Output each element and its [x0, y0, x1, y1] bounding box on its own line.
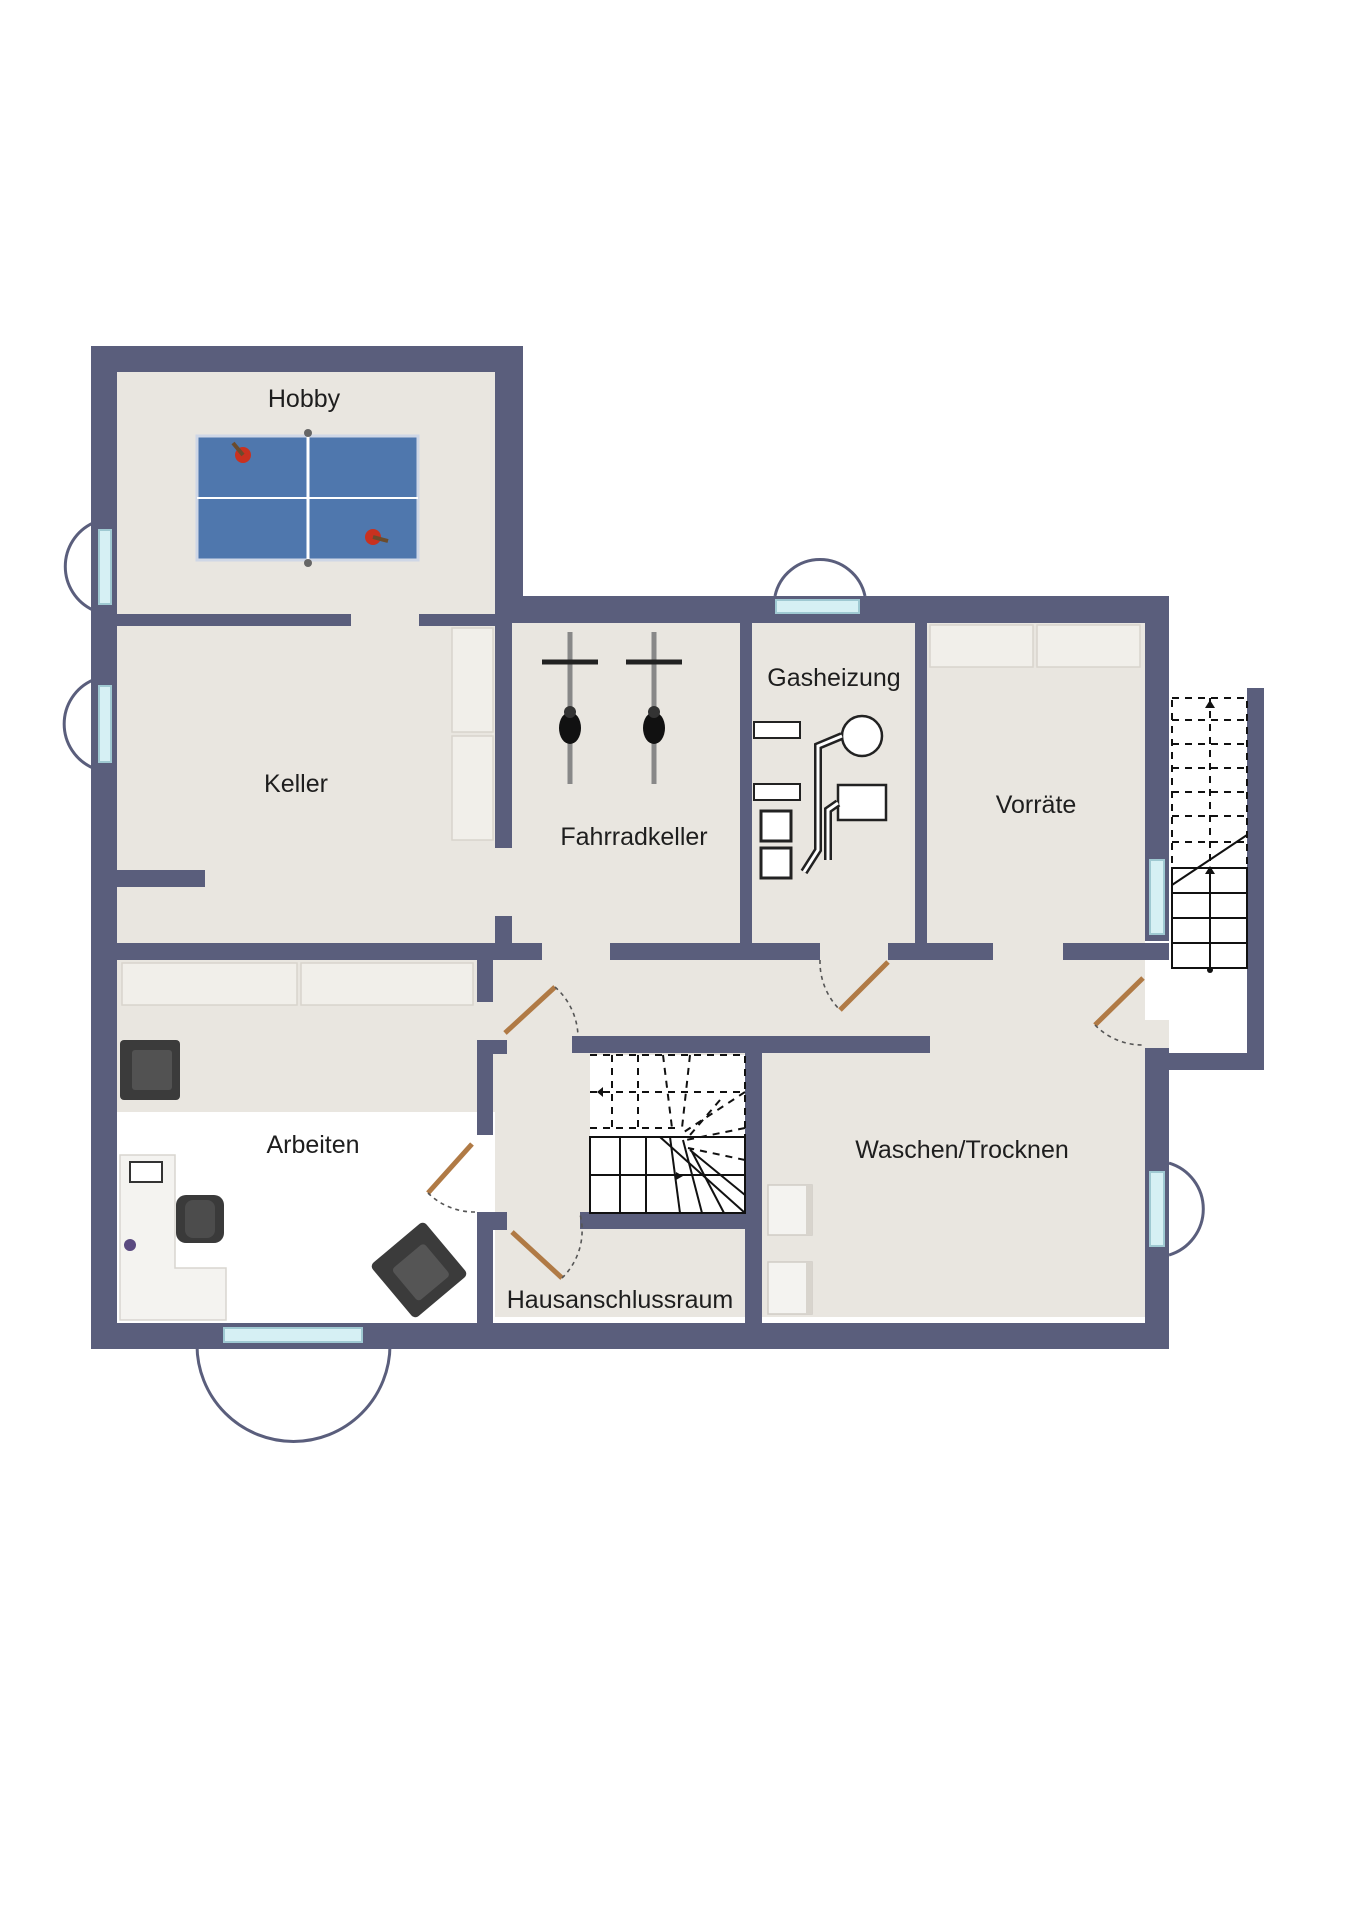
room-label-waschen-trocknen: Waschen/Trocknen	[855, 1136, 1069, 1164]
washing-machine-icon	[767, 1184, 813, 1236]
door-hausanschluss	[510, 1213, 583, 1280]
room-label-fahrradkeller: Fahrradkeller	[560, 823, 707, 851]
window-swings	[62, 521, 1205, 1443]
room-labels: Hobby Keller Fahrradkeller Gasheizung Vo…	[264, 385, 1076, 1314]
windows	[98, 529, 1165, 1343]
dryer-icon	[767, 1261, 813, 1315]
door-arbeiten	[426, 1142, 476, 1213]
doors	[426, 959, 1145, 1280]
paddle-icon	[365, 529, 389, 545]
door-waschen	[1093, 976, 1145, 1046]
exterior-staircase-icon	[1171, 697, 1248, 973]
bicycle-icon	[626, 632, 682, 784]
room-label-arbeiten: Arbeiten	[266, 1131, 359, 1159]
paddle-icon	[231, 441, 251, 463]
bicycle-icon	[542, 632, 598, 784]
room-label-hausanschlussraum: Hausanschlussraum	[507, 1286, 734, 1314]
room-label-gasheizung: Gasheizung	[767, 664, 900, 692]
interior-staircase-icon	[589, 1054, 746, 1214]
table-tennis-table	[195, 429, 420, 567]
room-label-keller: Keller	[264, 770, 328, 798]
built-in-cabinets	[121, 624, 1141, 1006]
armchair-icon	[120, 1040, 180, 1100]
desk-icon	[119, 1154, 227, 1321]
office-furniture	[119, 1040, 467, 1321]
office-chair-icon	[176, 1195, 224, 1243]
door-gasheizung	[819, 959, 890, 1012]
lounge-chair-icon	[371, 1222, 467, 1318]
door-arbeiten-corridor	[503, 985, 579, 1037]
boiler-icon	[753, 714, 888, 880]
room-label-vorraete: Vorräte	[996, 791, 1077, 819]
room-label-hobby: Hobby	[268, 385, 341, 413]
